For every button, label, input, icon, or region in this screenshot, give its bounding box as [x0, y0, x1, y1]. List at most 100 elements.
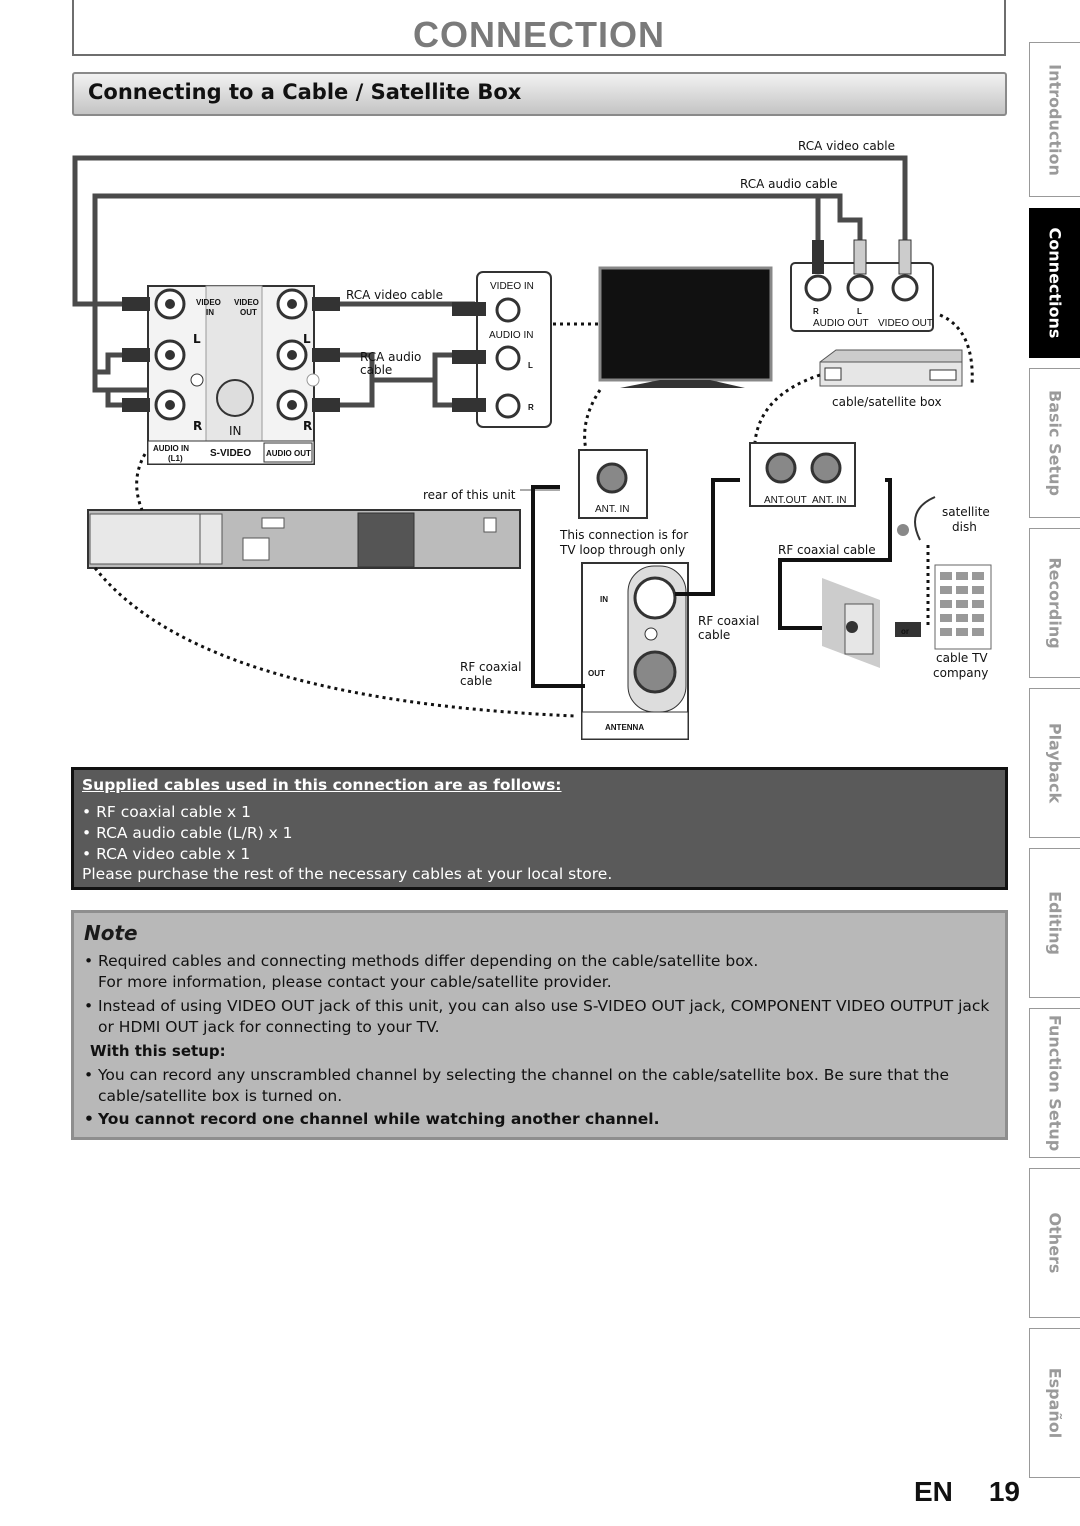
unit-video-in2: IN	[206, 308, 214, 317]
or-label: or	[901, 627, 909, 636]
box-l: L	[857, 307, 862, 316]
tab-espanol[interactable]: Español	[1029, 1328, 1080, 1478]
tab-basic-setup[interactable]: Basic Setup	[1029, 368, 1080, 518]
satellite-1: satellite	[942, 505, 990, 519]
language-code: EN	[913, 1476, 953, 1507]
box-r: R	[813, 307, 819, 316]
tv-jack-panel: VIDEO IN AUDIO IN L R	[452, 271, 552, 428]
note-line: cable/satellite box is turned on.	[98, 1087, 343, 1105]
tab-connections[interactable]: Connections	[1029, 208, 1080, 358]
rf-coaxial-2: RF coaxial	[698, 614, 759, 628]
tv-r: R	[528, 403, 534, 412]
note-box: Note Required cables and connecting meth…	[71, 910, 1008, 1140]
tab-label: Español	[1045, 1367, 1065, 1439]
unit-in: IN	[229, 424, 242, 438]
note-bullet-3: You can record any unscrambled channel b…	[84, 1065, 999, 1107]
with-setup-label: With this setup:	[90, 1042, 226, 1060]
antenna-out: OUT	[588, 669, 605, 678]
unit-r2: R	[303, 419, 312, 433]
tab-label: Editing	[1045, 891, 1065, 955]
label-rca-audio-mid-2: cable	[360, 363, 392, 377]
tv-audio-in: AUDIO IN	[489, 330, 533, 341]
section-banner: Connecting to a Cable / Satellite Box	[72, 72, 1007, 116]
tab-playback[interactable]: Playback	[1029, 688, 1080, 838]
tab-label: Playback	[1045, 722, 1065, 804]
page-num: 19	[988, 1476, 1020, 1507]
label-rear-of-unit: rear of this unit	[423, 488, 516, 502]
label-rca-video-mid: RCA video cable	[346, 288, 443, 302]
page-number: EN 19	[914, 1476, 1020, 1508]
page-title: CONNECTION	[413, 14, 665, 55]
rf-coaxial-3: RF coaxial cable	[778, 543, 876, 557]
unit-audio-in: AUDIO IN	[153, 444, 189, 453]
note-bullet-4: You cannot record one channel while watc…	[84, 1109, 999, 1130]
tv-l: L	[528, 361, 533, 370]
ant-out: ANT.OUT	[764, 495, 807, 506]
supplied-list: RF coaxial cable x 1 RCA audio cable (L/…	[82, 802, 293, 865]
unit-audio-out: AUDIO OUT	[266, 449, 311, 458]
cable-tv-2: company	[933, 666, 988, 680]
box-video-out: VIDEO OUT	[878, 318, 933, 329]
note-line: For more information, please contact you…	[98, 973, 612, 991]
antenna-in: IN	[600, 595, 608, 604]
tab-introduction[interactable]: Introduction	[1029, 42, 1080, 197]
unit-video-in: VIDEO	[196, 298, 221, 307]
tab-label: Connections	[1045, 227, 1065, 339]
box-audio-out: AUDIO OUT	[813, 318, 869, 329]
tv-video-in: VIDEO IN	[490, 281, 534, 292]
rf-coaxial-2b: cable	[698, 628, 730, 642]
cable-tv-1: cable TV	[936, 651, 988, 665]
note-line: Required cables and connecting methods d…	[98, 952, 759, 970]
tab-others[interactable]: Others	[1029, 1168, 1080, 1318]
note-bullet-2: Instead of using VIDEO OUT jack of this …	[84, 996, 999, 1038]
note-title: Note	[84, 921, 138, 945]
unit-rear: rear of this unit	[87, 488, 521, 569]
cable-satellite-box: cable/satellite box	[819, 349, 963, 409]
tab-label: Function Setup	[1045, 1014, 1065, 1152]
note-line: You can record any unscrambled channel b…	[98, 1066, 950, 1084]
rca-video-cable-long	[72, 155, 908, 307]
satellite-2: dish	[952, 520, 977, 534]
list-item: RF coaxial cable x 1	[82, 802, 293, 823]
box-antenna-panel: ANT.OUT ANT. IN	[749, 442, 856, 507]
loop-note-1: This connection is for	[559, 528, 688, 542]
unit-video-out2: OUT	[240, 308, 257, 317]
rf-coaxial-1: RF coaxial	[460, 660, 521, 674]
unit-l2: L	[303, 332, 311, 346]
ant-in-2: ANT. IN	[812, 495, 846, 506]
unit-l1: (L1)	[168, 454, 183, 463]
antenna-label: ANTENNA	[605, 723, 644, 732]
supplied-cables-box: Supplied cables used in this connection …	[71, 767, 1008, 890]
label-rca-audio-top: RCA audio cable	[740, 177, 838, 191]
tab-function-setup[interactable]: Function Setup	[1029, 1008, 1080, 1158]
tab-label: Basic Setup	[1045, 390, 1065, 496]
ant-in: ANT. IN	[595, 504, 629, 515]
note-line: Instead of using VIDEO OUT jack of this …	[98, 997, 990, 1015]
box-jack-panel: R L AUDIO OUT VIDEO OUT	[790, 239, 934, 332]
tab-label: Recording	[1045, 557, 1065, 649]
unit-jack-panel: VIDEO IN VIDEO OUT L L R R IN AUDIO IN (…	[147, 285, 320, 465]
tv-ant-in: ANT. IN	[578, 449, 648, 519]
tab-label: Others	[1045, 1212, 1065, 1274]
building-icon: cable TV company	[933, 564, 992, 680]
label-rca-audio-mid-1: RCA audio	[360, 350, 421, 364]
list-item: RCA audio cable (L/R) x 1	[82, 823, 292, 844]
page-header: CONNECTION	[72, 0, 1006, 56]
label-rca-video-top: RCA video cable	[798, 139, 895, 153]
note-line: or HDMI OUT jack for connecting to your …	[98, 1018, 440, 1036]
tab-recording[interactable]: Recording	[1029, 528, 1080, 678]
tab-editing[interactable]: Editing	[1029, 848, 1080, 998]
supplied-heading: Supplied cables used in this connection …	[82, 776, 562, 794]
satellite-dish-icon: satellite dish	[897, 496, 990, 541]
rf-coaxial-1b: cable	[460, 674, 492, 688]
connection-diagram: RCA video cable RCA audio cable VIDEO IN…	[72, 139, 992, 740]
tab-label: Introduction	[1045, 63, 1065, 176]
or-badge	[895, 622, 921, 637]
unit-video-out: VIDEO	[234, 298, 259, 307]
wall-outlet-icon	[822, 578, 880, 668]
tv	[598, 266, 773, 388]
unit-svideo: S-VIDEO	[210, 448, 251, 459]
unit-r: R	[193, 419, 202, 433]
supplied-footer: Please purchase the rest of the necessar…	[82, 865, 613, 883]
list-item: RCA video cable x 1	[82, 844, 293, 865]
